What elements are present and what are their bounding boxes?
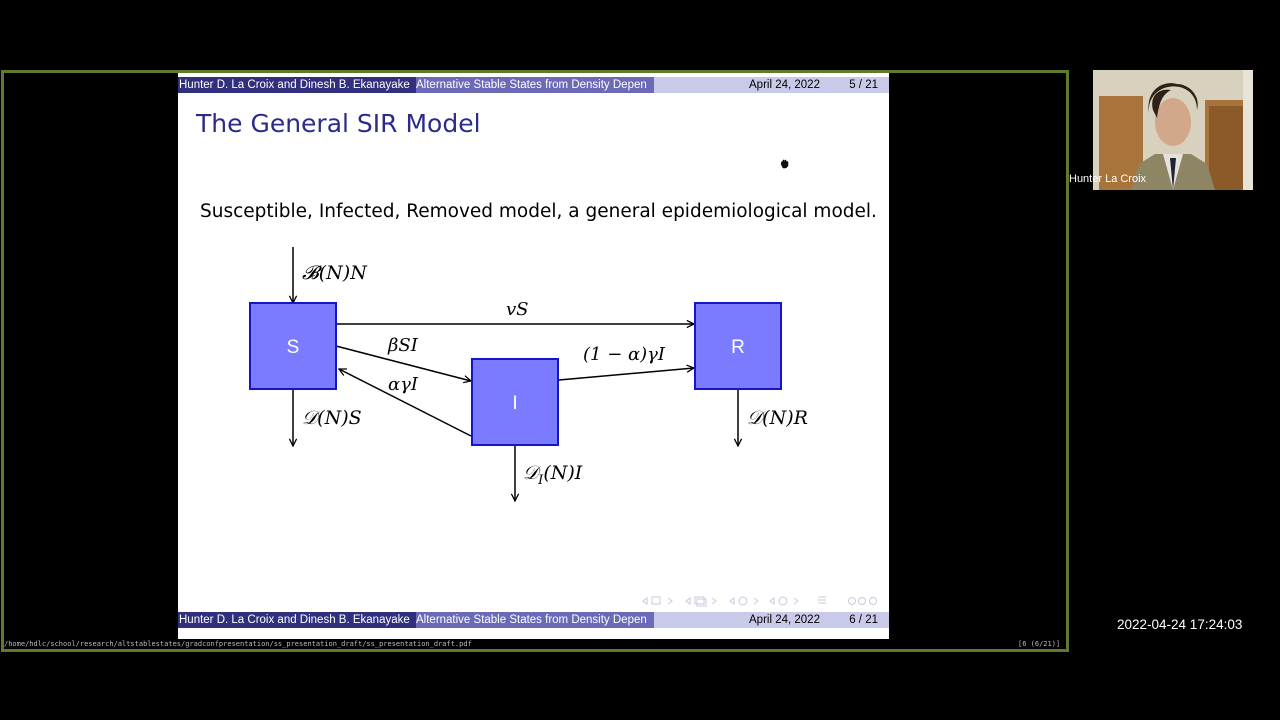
pdf-viewer-page-indicator: [6 (6/21)]: [1018, 640, 1061, 648]
participant-video[interactable]: [1093, 70, 1253, 190]
footer-page-number: 6 / 21: [849, 614, 878, 626]
label-death-r: 𝒟(N)R: [747, 407, 808, 429]
label-death-i-sub: I: [537, 473, 544, 488]
participant-name-label: Hunter La Croix: [1069, 173, 1147, 185]
slide-title: The General SIR Model: [196, 109, 481, 138]
footer-date: April 24, 2022: [749, 614, 820, 626]
label-death-i-rest: (N)I: [543, 462, 582, 484]
node-r: R: [694, 302, 782, 390]
header-page-number: 5 / 21: [849, 79, 878, 91]
label-death-s: 𝒟(N)S: [302, 407, 362, 429]
node-r-label: R: [731, 337, 745, 358]
header-title: Alternative Stable States from Density D…: [416, 77, 654, 93]
label-infection: βSI: [387, 335, 419, 356]
removal-arrow: [558, 368, 694, 381]
beamer-nav-icons[interactable]: [640, 595, 885, 607]
hand-cursor-icon: [780, 159, 789, 169]
recovery-back-arrow: [339, 368, 472, 437]
node-s-label: S: [287, 337, 300, 358]
label-recovery-back: αγI: [388, 374, 419, 395]
recording-timestamp: 2022-04-24 17:24:03: [1117, 617, 1243, 632]
sir-diagram: S I R 𝓑(N)N 𝒟(N)S vS βSI αγI (1 − α)γI 𝒟…: [249, 247, 808, 639]
label-death-i-d: 𝒟: [523, 462, 542, 484]
presentation-slide: Hunter D. La Croix and Dinesh B. Ekanaya…: [178, 73, 889, 639]
header-authors: Hunter D. La Croix and Dinesh B. Ekanaya…: [178, 77, 416, 93]
slide-footer-bar: Hunter D. La Croix and Dinesh B. Ekanaya…: [178, 612, 889, 628]
slide-body-text: Susceptible, Infected, Removed model, a …: [200, 201, 877, 222]
label-death-i: 𝒟I(N)I: [523, 462, 583, 488]
infection-arrow: [335, 345, 471, 381]
node-i: I: [471, 358, 559, 446]
participant-video-feed: [1093, 70, 1253, 190]
footer-authors: Hunter D. La Croix and Dinesh B. Ekanaya…: [178, 612, 416, 628]
header-info: April 24, 2022 5 / 21: [654, 77, 889, 93]
pdf-viewer-path: /home/hdlc/school/research/altstablestat…: [4, 640, 472, 648]
node-i-label: I: [512, 393, 517, 414]
footer-title: Alternative Stable States from Density D…: [416, 612, 654, 628]
label-birth: 𝓑(N)N: [302, 262, 368, 284]
slide-header-bar: Hunter D. La Croix and Dinesh B. Ekanaya…: [178, 77, 889, 93]
label-removal: (1 − α)γI: [583, 344, 666, 365]
label-vacc: vS: [506, 299, 529, 320]
header-date: April 24, 2022: [749, 79, 820, 91]
node-s: S: [249, 302, 337, 390]
footer-info: April 24, 2022 6 / 21: [654, 612, 889, 628]
screen-share-frame: Hunter D. La Croix and Dinesh B. Ekanaya…: [1, 70, 1069, 652]
